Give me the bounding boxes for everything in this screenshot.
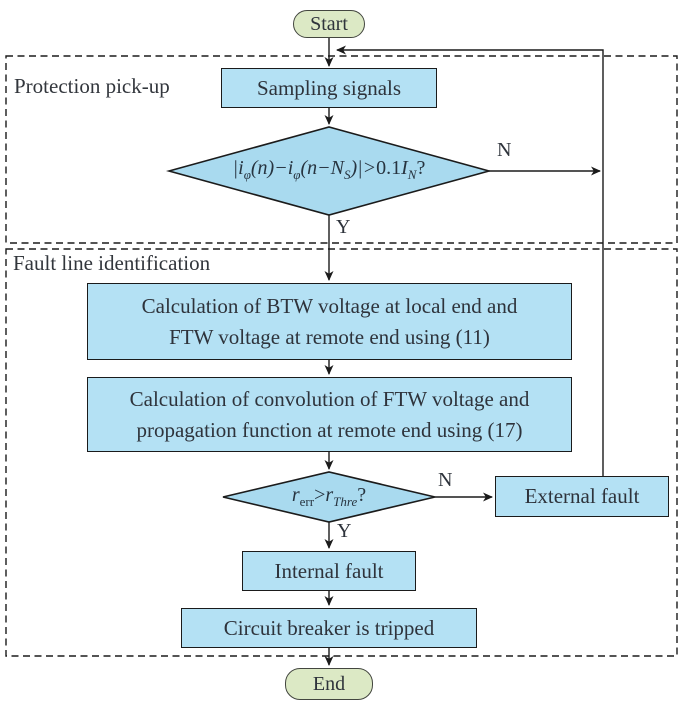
pickup-yes-label: Y	[336, 216, 351, 238]
sampling-signals-process: Sampling signals	[221, 68, 437, 108]
calc-convolution-line1: Calculation of convolution of FTW voltag…	[129, 386, 530, 411]
pickup-no-label: N	[497, 139, 512, 161]
d1-part: (n)−i	[250, 157, 294, 179]
pickup-decision-shape	[165, 126, 493, 216]
d2-sub-thre: Thre	[333, 494, 358, 509]
circuit-breaker-process: Circuit breaker is tripped	[181, 608, 477, 648]
section-label-protection-pickup: Protection pick-up	[14, 74, 170, 98]
pickup-decision-text: |iφ(n)−iφ(n−NS)|>0.1IN?	[169, 157, 489, 182]
d1-question-mark: ?	[416, 157, 426, 179]
external-fault-process: External fault	[495, 476, 669, 517]
d1-part: )|>	[350, 157, 377, 179]
internal-fault-process: Internal fault	[242, 551, 416, 591]
d1-part: |i	[232, 157, 244, 179]
d1-sub-phi: φ	[293, 167, 301, 182]
section-fault-line-border	[5, 248, 678, 657]
calc-convolution-line2: propagation function at remote end using…	[136, 417, 523, 442]
d1-part: I	[401, 157, 408, 179]
d2-part: r	[291, 484, 300, 506]
d1-sub-phi: φ	[243, 167, 251, 182]
section-protection-pickup-border	[5, 55, 678, 244]
start-terminal: Start	[293, 10, 365, 38]
fault-decision-text: rerr>rThre?	[229, 484, 429, 509]
d1-number: 0.1	[376, 157, 402, 179]
d1-sub-s: S	[343, 167, 351, 182]
calc-convolution-process: Calculation of convolution of FTW voltag…	[87, 377, 572, 452]
d2-sub-err: err	[299, 494, 315, 509]
d1-sub-n: N	[407, 167, 417, 182]
calc-btw-ftw-process: Calculation of BTW voltage at local end …	[87, 283, 572, 360]
d2-gt: >	[314, 484, 326, 506]
fault-no-label: N	[438, 469, 453, 491]
fault-yes-label: Y	[337, 520, 352, 542]
end-terminal: End	[285, 668, 373, 700]
section-label-fault-line-identification: Fault line identification	[13, 251, 211, 275]
calc-btw-ftw-line1: Calculation of BTW voltage at local end …	[141, 293, 518, 318]
d1-part: (n−N	[300, 157, 344, 179]
calc-btw-ftw-line2: FTW voltage at remote end using (11)	[169, 324, 490, 349]
d2-question-mark: ?	[357, 484, 367, 506]
fault-decision-shape	[222, 471, 436, 523]
arrow-feedback-loop	[336, 45, 604, 476]
d2-part: r	[325, 484, 334, 506]
